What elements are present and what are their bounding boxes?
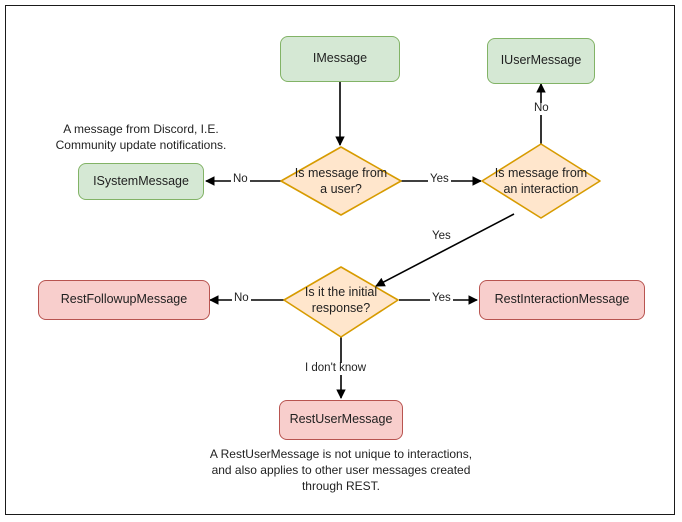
decision-initial-shape[interactable] xyxy=(283,266,399,338)
edge-decision-interaction-yes xyxy=(375,213,515,287)
node-restfollowupmessage-label: RestFollowupMessage xyxy=(60,292,188,307)
edge-label-initial-yes: Yes xyxy=(430,292,453,305)
node-isystemmessage[interactable]: ISystemMessage xyxy=(78,163,204,200)
decision-interaction-shape[interactable] xyxy=(481,143,601,219)
edge-label-user-no: No xyxy=(231,173,250,186)
edge-label-interaction-yes: Yes xyxy=(430,230,453,243)
node-iusermessage-label: IUserMessage xyxy=(500,53,582,68)
node-restusermessage-label: RestUserMessage xyxy=(289,412,393,427)
edge-label-initial-no: No xyxy=(232,292,251,305)
node-imessage[interactable]: IMessage xyxy=(280,36,400,82)
node-restfollowupmessage[interactable]: RestFollowupMessage xyxy=(38,280,210,320)
node-restinteractionmessage-label: RestInteractionMessage xyxy=(494,292,630,307)
note-rest-user-message: A RestUserMessage is not unique to inter… xyxy=(209,447,473,494)
node-restusermessage[interactable]: RestUserMessage xyxy=(279,400,403,440)
edge-label-initial-unknown: I don't know xyxy=(303,362,369,375)
edge-label-user-yes: Yes xyxy=(428,173,451,186)
node-restinteractionmessage[interactable]: RestInteractionMessage xyxy=(479,280,645,320)
note-system-message: A message from Discord, I.E. Community u… xyxy=(55,122,227,153)
node-imessage-label: IMessage xyxy=(312,51,368,66)
decision-user-shape[interactable] xyxy=(280,146,402,216)
node-iusermessage[interactable]: IUserMessage xyxy=(487,38,595,84)
node-isystemmessage-label: ISystemMessage xyxy=(93,173,189,188)
edge-label-interaction-no: No xyxy=(532,102,551,115)
